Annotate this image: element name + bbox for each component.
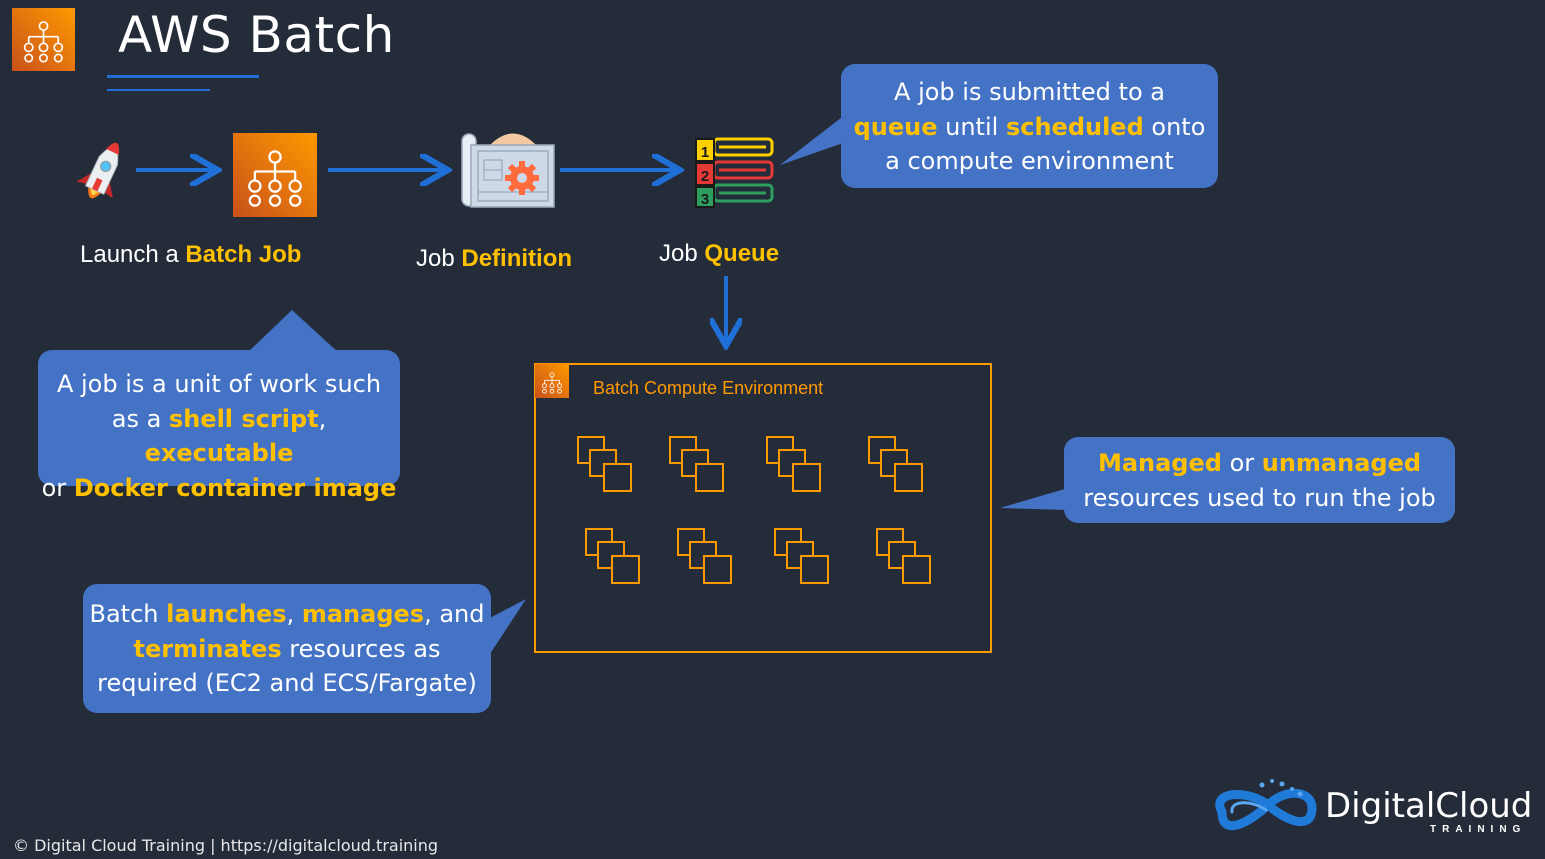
callout-batch-hl-terminates: terminates — [133, 634, 282, 663]
callout-job-l2-mid: , — [318, 404, 327, 433]
callout-job-hl-shell-script: shell script — [168, 404, 319, 433]
title-underline-short — [107, 89, 210, 91]
callout-managed-line1: Managed or unmanaged — [1064, 446, 1455, 481]
callout-batch-text: Batch launches, manages, and terminates … — [83, 597, 491, 701]
callout-batch-bubble — [83, 584, 526, 713]
ec2-instances-icon — [577, 436, 931, 584]
callout-job-line2: as a shell script, executable — [38, 402, 400, 471]
callout-job-line1: A job is a unit of work such — [56, 370, 382, 398]
step-definition-label: Job Definition — [416, 245, 572, 273]
callout-queue-hl-queue: queue — [853, 112, 938, 141]
callout-queue-bubble — [780, 64, 1218, 188]
callout-job-l3-pre: or — [41, 473, 74, 502]
callout-queue-hl-scheduled: scheduled — [1005, 112, 1144, 141]
step-definition-highlight: Definition — [461, 245, 573, 272]
callout-job-l2-pre: as a — [111, 404, 169, 433]
digitalcloud-logo-icon — [1215, 779, 1317, 831]
instance-icon — [677, 528, 732, 584]
callout-queue-end: onto — [1143, 112, 1206, 141]
callout-queue-text: A job is submitted to a queue until sche… — [841, 75, 1218, 179]
callout-managed-hl-unmanaged: unmanaged — [1261, 449, 1422, 477]
callout-batch-line1: Batch launches, manages, and — [83, 597, 491, 632]
instance-icon — [774, 528, 829, 584]
step-launch-highlight: Batch Job — [185, 241, 302, 268]
callout-batch-hl-launches: launches — [166, 600, 287, 628]
callout-queue-mid: until — [937, 112, 1006, 141]
callout-queue-line1: A job is submitted to a — [894, 78, 1165, 106]
page-title: AWS Batch — [118, 6, 395, 64]
callout-batch-line2: terminates resources as — [83, 632, 491, 667]
svg-text:2: 2 — [701, 168, 709, 185]
callout-managed-bubble — [1000, 437, 1455, 523]
footer-text: © Digital Cloud Training | https://digit… — [13, 836, 439, 855]
callout-batch-l2-end: resources as — [281, 634, 441, 663]
instance-icon — [868, 436, 923, 492]
step-queue-label: Job Queue — [659, 240, 779, 268]
instance-icon — [577, 436, 632, 492]
callout-job-hl-docker: Docker container image — [73, 473, 397, 502]
instance-icon — [669, 436, 724, 492]
rocket-icon — [76, 142, 120, 199]
callout-batch-l1-pre: Batch — [89, 600, 167, 628]
step-queue-pre: Job — [659, 240, 705, 267]
title-underline — [107, 75, 259, 78]
job-queue-icon: 1 2 3 — [695, 137, 774, 208]
callout-managed-hl-managed: Managed — [1097, 449, 1222, 477]
callout-managed-mid: or — [1221, 449, 1262, 477]
instance-icon — [876, 528, 931, 584]
brand-subtitle: TRAINING — [1430, 824, 1527, 835]
step-queue-highlight: Queue — [704, 240, 780, 267]
batch-job-icon — [233, 133, 317, 217]
callout-job-line3: or Docker container image — [38, 471, 400, 506]
compute-environment-box — [534, 363, 992, 653]
callout-batch-l1-mid: , — [286, 600, 302, 628]
step-launch-pre: Launch a — [80, 241, 186, 268]
svg-text:1: 1 — [701, 144, 709, 161]
callout-job-hl-executable: executable — [144, 439, 294, 467]
callout-queue-line2: queue until scheduled onto — [841, 110, 1218, 145]
callout-managed-line2: resources used to run the job — [1083, 483, 1436, 512]
brand-name: DigitalCloud — [1325, 786, 1533, 826]
callout-batch-hl-manages: manages — [301, 600, 425, 628]
step-definition-pre: Job — [416, 245, 462, 272]
aws-batch-icon — [12, 8, 75, 71]
step-launch-label: Launch a Batch Job — [80, 241, 301, 269]
svg-text:3: 3 — [701, 191, 709, 208]
compute-environment-batch-icon — [535, 364, 569, 398]
callout-job-text: A job is a unit of work such as a shell … — [38, 367, 400, 505]
callout-job-bubble — [38, 310, 400, 486]
callout-batch-line3: required (EC2 and ECS/Fargate) — [97, 669, 477, 697]
callout-batch-l1-end: , and — [424, 600, 485, 628]
instance-icon — [766, 436, 821, 492]
blueprint-gear-icon — [461, 133, 555, 208]
instance-icon — [585, 528, 640, 584]
callout-queue-line3: a compute environment — [885, 147, 1174, 175]
callout-managed-text: Managed or unmanaged resources used to r… — [1064, 446, 1455, 515]
compute-environment-title: Batch Compute Environment — [593, 378, 824, 398]
